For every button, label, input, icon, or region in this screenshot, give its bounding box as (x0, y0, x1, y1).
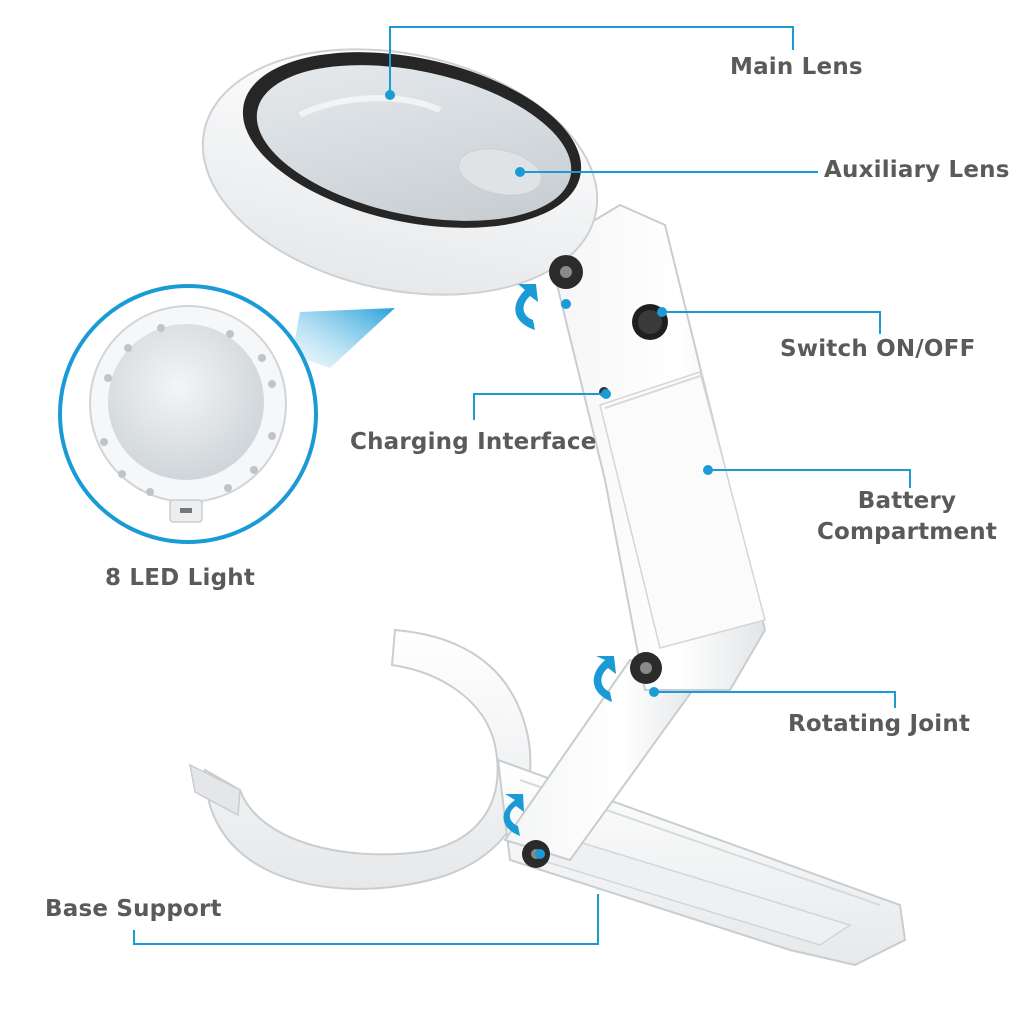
label-led-light: 8 LED Light (105, 565, 256, 591)
rotate-arrow-icon (593, 656, 616, 702)
callout-lines (133, 26, 911, 945)
joint-upper (549, 255, 583, 289)
joint-middle (630, 652, 662, 684)
label-battery-compartment: Battery Compartment (812, 486, 1002, 548)
label-charging-interface: Charging Interface (350, 429, 597, 455)
main-lens-head (201, 48, 599, 296)
rotation-arrow-icons (503, 284, 616, 836)
led-inset (58, 284, 395, 544)
label-auxiliary-lens: Auxiliary Lens (824, 157, 1010, 183)
rotate-arrow-icon (503, 794, 524, 836)
label-main-lens: Main Lens (730, 54, 863, 80)
label-rotating-joint: Rotating Joint (788, 711, 971, 737)
callout-dots (385, 90, 713, 859)
upper-arm (546, 203, 767, 691)
label-switch: Switch ON/OFF (780, 336, 976, 362)
led-dots (100, 324, 276, 496)
label-base-support: Base Support (45, 896, 222, 922)
label-battery-line2: Compartment (816, 519, 998, 546)
rotate-arrow-icon (515, 284, 538, 330)
label-battery-line1: Battery (857, 488, 957, 514)
